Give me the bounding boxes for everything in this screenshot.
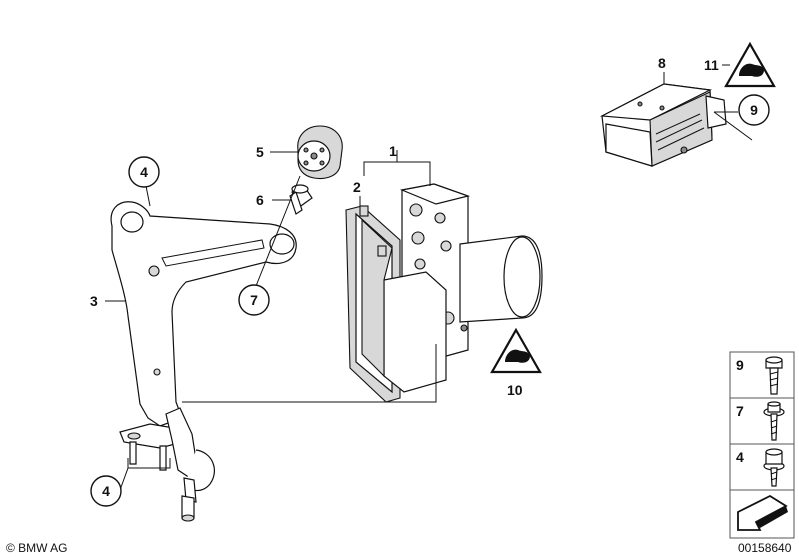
callout-2[interactable]: 2: [353, 179, 361, 195]
callout-4-bottom[interactable]: 4: [90, 475, 122, 507]
diagram-number: 00158640: [738, 541, 792, 555]
callout-5[interactable]: 5: [256, 144, 264, 160]
copyright-text: © BMW AG: [6, 541, 68, 555]
warning-triangle-icon: [724, 41, 776, 88]
callout-4-bottom-label: 4: [102, 483, 110, 499]
yaw-sensor-part[interactable]: [599, 83, 727, 167]
bolt-icon: [763, 401, 785, 441]
callout-1[interactable]: 1: [389, 143, 397, 159]
legend-item-4[interactable]: 4: [736, 448, 785, 487]
callout-9-label: 9: [750, 102, 758, 118]
direction-arrow-icon: [737, 494, 788, 531]
callout-3[interactable]: 3: [90, 293, 98, 309]
callout-7[interactable]: 7: [238, 284, 270, 316]
hydraulic-unit-part[interactable]: [345, 183, 543, 403]
legend-item-label: 9: [736, 357, 744, 373]
callout-9[interactable]: 9: [738, 94, 770, 126]
callout-11[interactable]: 11: [704, 57, 719, 73]
legend-item-label: 4: [736, 449, 744, 465]
callout-4-top[interactable]: 4: [128, 156, 160, 188]
legend-item-label: 7: [736, 403, 744, 419]
callout-10[interactable]: 10: [507, 382, 523, 398]
rubber-mount-part[interactable]: [297, 125, 343, 180]
callout-8[interactable]: 8: [658, 55, 666, 71]
callout-6[interactable]: 6: [256, 192, 264, 208]
bolt-icon: [763, 448, 785, 487]
callout-4-top-label: 4: [140, 164, 148, 180]
warning-triangle-icon: [490, 327, 542, 374]
callout-7-label: 7: [250, 292, 258, 308]
legend-item-7[interactable]: 7: [736, 401, 785, 441]
bracket-part[interactable]: [110, 201, 297, 522]
sleeve-part[interactable]: [289, 184, 313, 215]
leader-lines: [105, 64, 753, 491]
legend-item-9[interactable]: 9: [736, 356, 783, 395]
bolt-icon: [765, 356, 783, 395]
